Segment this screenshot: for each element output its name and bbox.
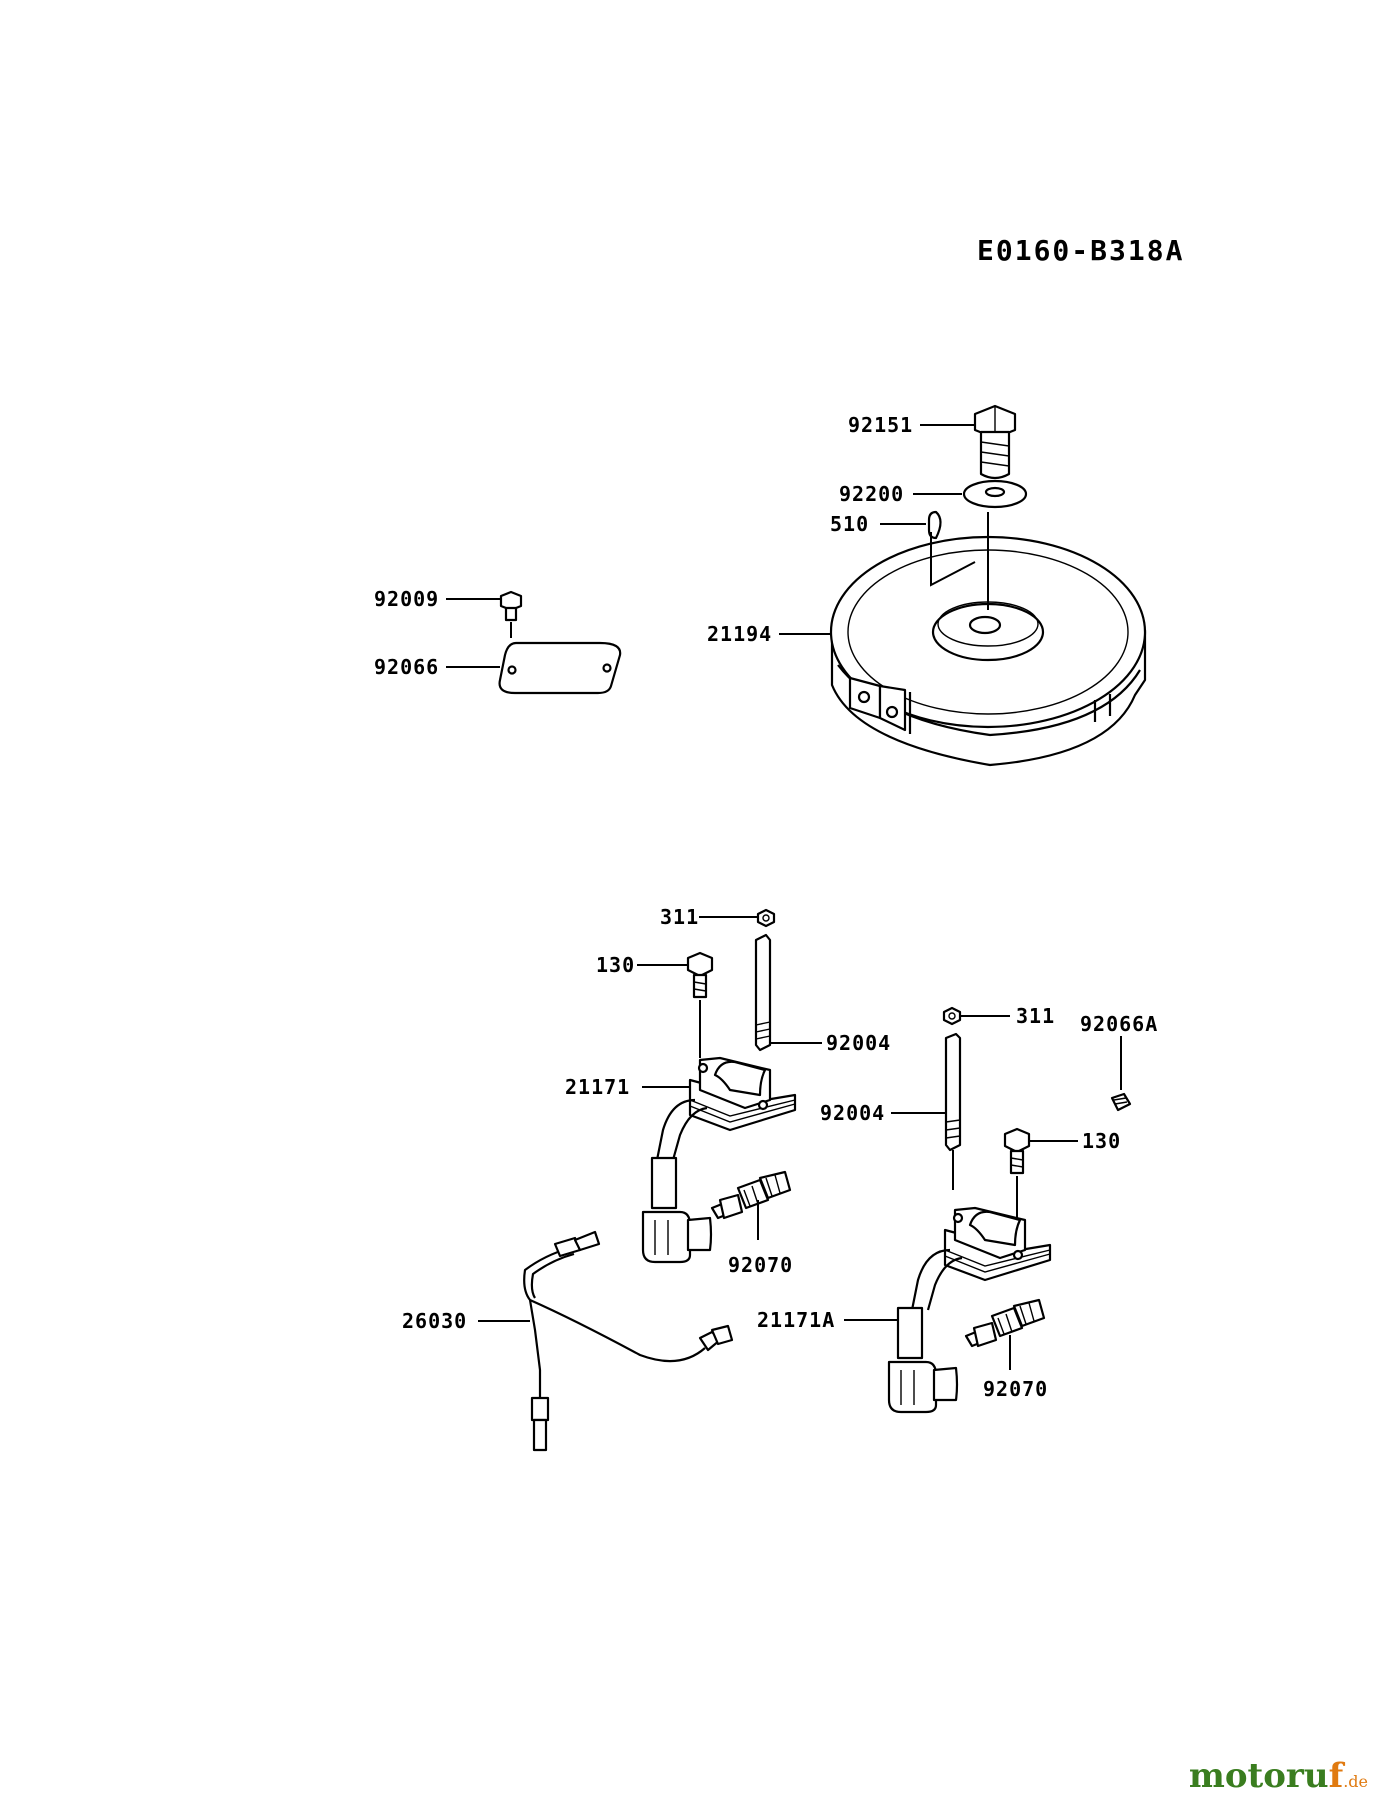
nut-311-right-icon — [942, 1006, 962, 1026]
bolt-130-right-icon — [1003, 1127, 1031, 1228]
label-130-right: 130 — [1082, 1129, 1121, 1153]
label-92009: 92009 — [374, 587, 439, 611]
label-26030: 26030 — [402, 1309, 467, 1333]
watermark-domain: .de — [1343, 1772, 1368, 1791]
spark-plug-92070-left-icon — [710, 1170, 792, 1220]
watermark-main: motoru — [1188, 1756, 1329, 1796]
bolt-92009-icon — [499, 590, 523, 638]
diagram-code: E0160-B318A — [977, 234, 1184, 267]
nut-311-left-icon — [756, 908, 776, 928]
label-21194: 21194 — [707, 622, 772, 646]
motoruf-watermark-logo: motoruf.de — [1189, 1756, 1368, 1796]
label-92200: 92200 — [839, 482, 904, 506]
bolt-92151-icon — [973, 404, 1017, 480]
spark-plug-92070-right-icon — [964, 1298, 1046, 1348]
label-311-left: 311 — [660, 905, 699, 929]
bolt-130-left-icon — [686, 951, 714, 1058]
ignition-coil-21171-icon — [641, 1056, 797, 1264]
label-510: 510 — [830, 512, 869, 536]
stud-92004-right-icon — [944, 1032, 962, 1190]
watermark-accent: f — [1328, 1756, 1344, 1796]
label-92070-right: 92070 — [983, 1377, 1048, 1401]
label-92004-right: 92004 — [820, 1101, 885, 1125]
wire-harness-26030-icon — [523, 1230, 734, 1452]
label-21171: 21171 — [565, 1075, 630, 1099]
washer-92200-icon — [962, 479, 1028, 509]
label-92151: 92151 — [848, 413, 913, 437]
flywheel-21194-icon — [829, 512, 1147, 767]
label-92070-left: 92070 — [728, 1253, 793, 1277]
stud-92004-left-icon — [754, 933, 772, 1052]
label-92066A: 92066A — [1080, 1012, 1158, 1036]
label-21171A: 21171A — [757, 1308, 835, 1332]
label-92004-left: 92004 — [826, 1031, 891, 1055]
cover-plate-92066-icon — [498, 641, 622, 695]
ignition-coil-21171A-icon — [887, 1206, 1052, 1414]
label-130-left: 130 — [596, 953, 635, 977]
label-92066: 92066 — [374, 655, 439, 679]
plug-92066A-icon — [1110, 1092, 1132, 1112]
label-311-right: 311 — [1016, 1004, 1055, 1028]
